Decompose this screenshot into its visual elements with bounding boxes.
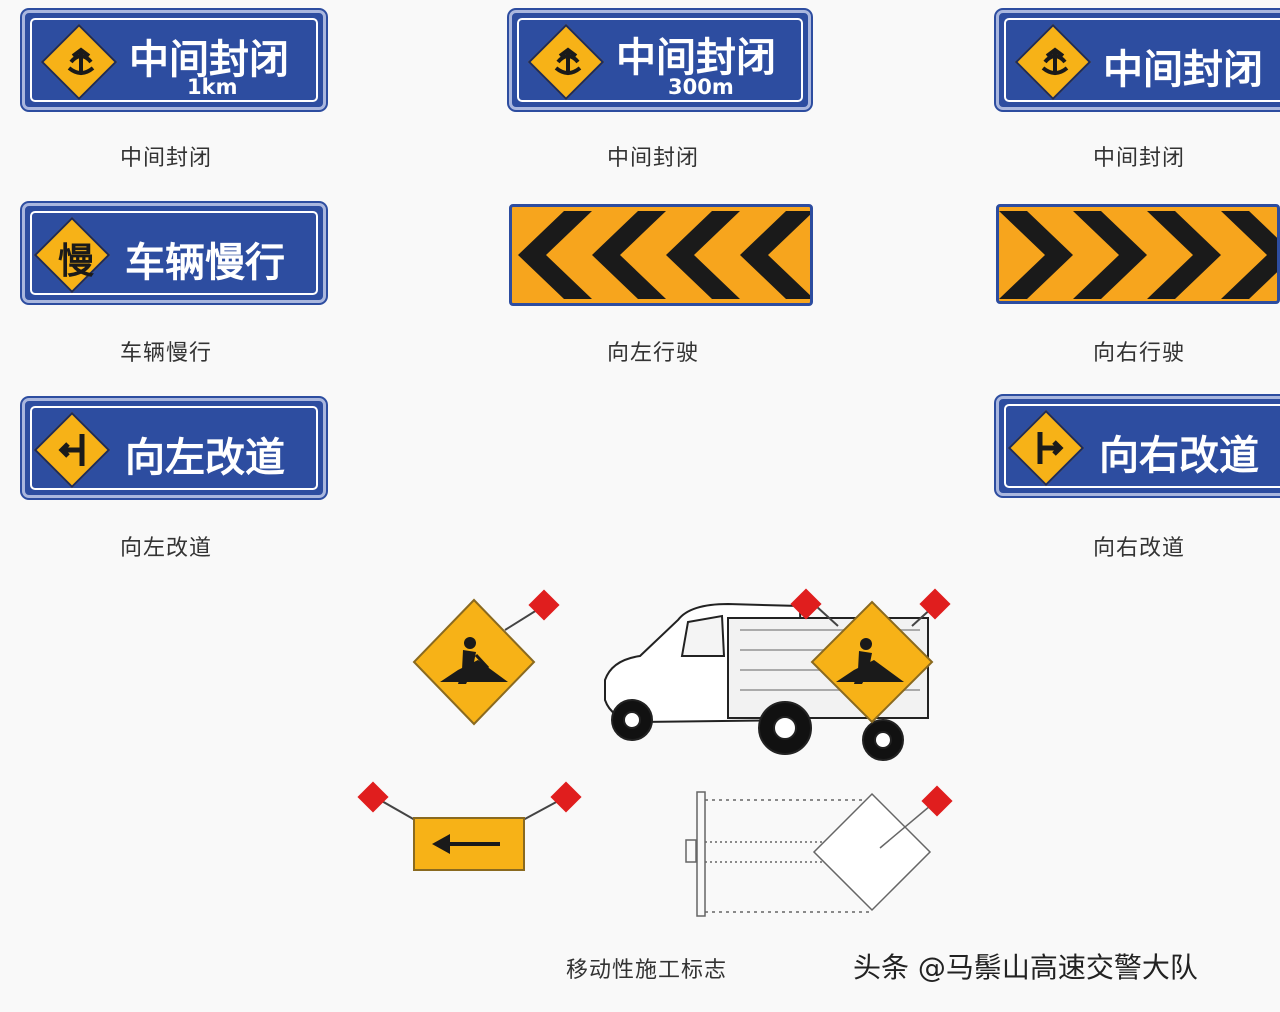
chevron-right-icon <box>999 211 1277 299</box>
caption-slow-vehicles: 车辆慢行 <box>120 341 213 366</box>
caption-center-closed: 中间封闭 <box>1093 146 1186 171</box>
sign-title: 中间封闭 <box>129 37 289 83</box>
roadwork-diamond-sign <box>412 589 560 726</box>
sign-detour-left: 向左改道 <box>22 398 326 498</box>
road-closed-center-icon <box>554 47 582 75</box>
trailer-sketch <box>685 785 953 917</box>
sign-center-closed-1km: 中间封闭 1km <box>22 10 326 110</box>
caption-mobile-construction: 移动性施工标志 <box>566 958 728 983</box>
arrow-left-icon <box>432 834 500 854</box>
road-closed-center-icon <box>67 47 95 75</box>
worker-icon <box>440 637 508 684</box>
chevron-left-icon <box>518 211 810 299</box>
sign-title: 中间封闭 <box>616 35 776 81</box>
caption-center-closed-1km: 中间封闭 <box>120 146 213 171</box>
truck-with-sign <box>604 602 929 761</box>
truck-roadwork-diamond <box>790 588 951 724</box>
detour-right-icon <box>1037 432 1064 464</box>
caption-center-closed-300m: 中间封闭 <box>607 146 700 171</box>
caption-detour-right: 向右改道 <box>1093 536 1186 561</box>
sign-title: 车辆慢行 <box>125 240 285 286</box>
sign-title: 中间封闭 <box>1103 47 1263 93</box>
arrow-board-sign <box>357 781 582 871</box>
sign-slow-vehicles: 慢 车辆慢行 <box>22 203 326 303</box>
sign-distance: 300m <box>668 75 734 99</box>
caption-chevron-left: 向左行驶 <box>607 341 700 366</box>
sign-center-closed: 中间封闭 <box>996 10 1280 110</box>
sign-chevron-left <box>509 204 813 306</box>
sign-chevron-right <box>996 204 1280 304</box>
detour-left-icon <box>58 434 85 466</box>
slow-char-icon: 慢 <box>58 241 95 282</box>
caption-chevron-right: 向右行驶 <box>1093 341 1186 366</box>
road-closed-center-icon <box>1041 47 1069 75</box>
sign-distance: 1km <box>187 75 238 99</box>
watermark: 头条 @马鬃山高速交警大队 <box>853 951 1198 984</box>
sign-title: 向右改道 <box>1099 433 1259 479</box>
sign-title: 向左改道 <box>125 435 285 481</box>
sign-detour-right: 向右改道 <box>996 396 1280 496</box>
caption-detour-left: 向左改道 <box>120 536 213 561</box>
sign-center-closed-300m: 中间封闭 300m <box>509 10 811 110</box>
